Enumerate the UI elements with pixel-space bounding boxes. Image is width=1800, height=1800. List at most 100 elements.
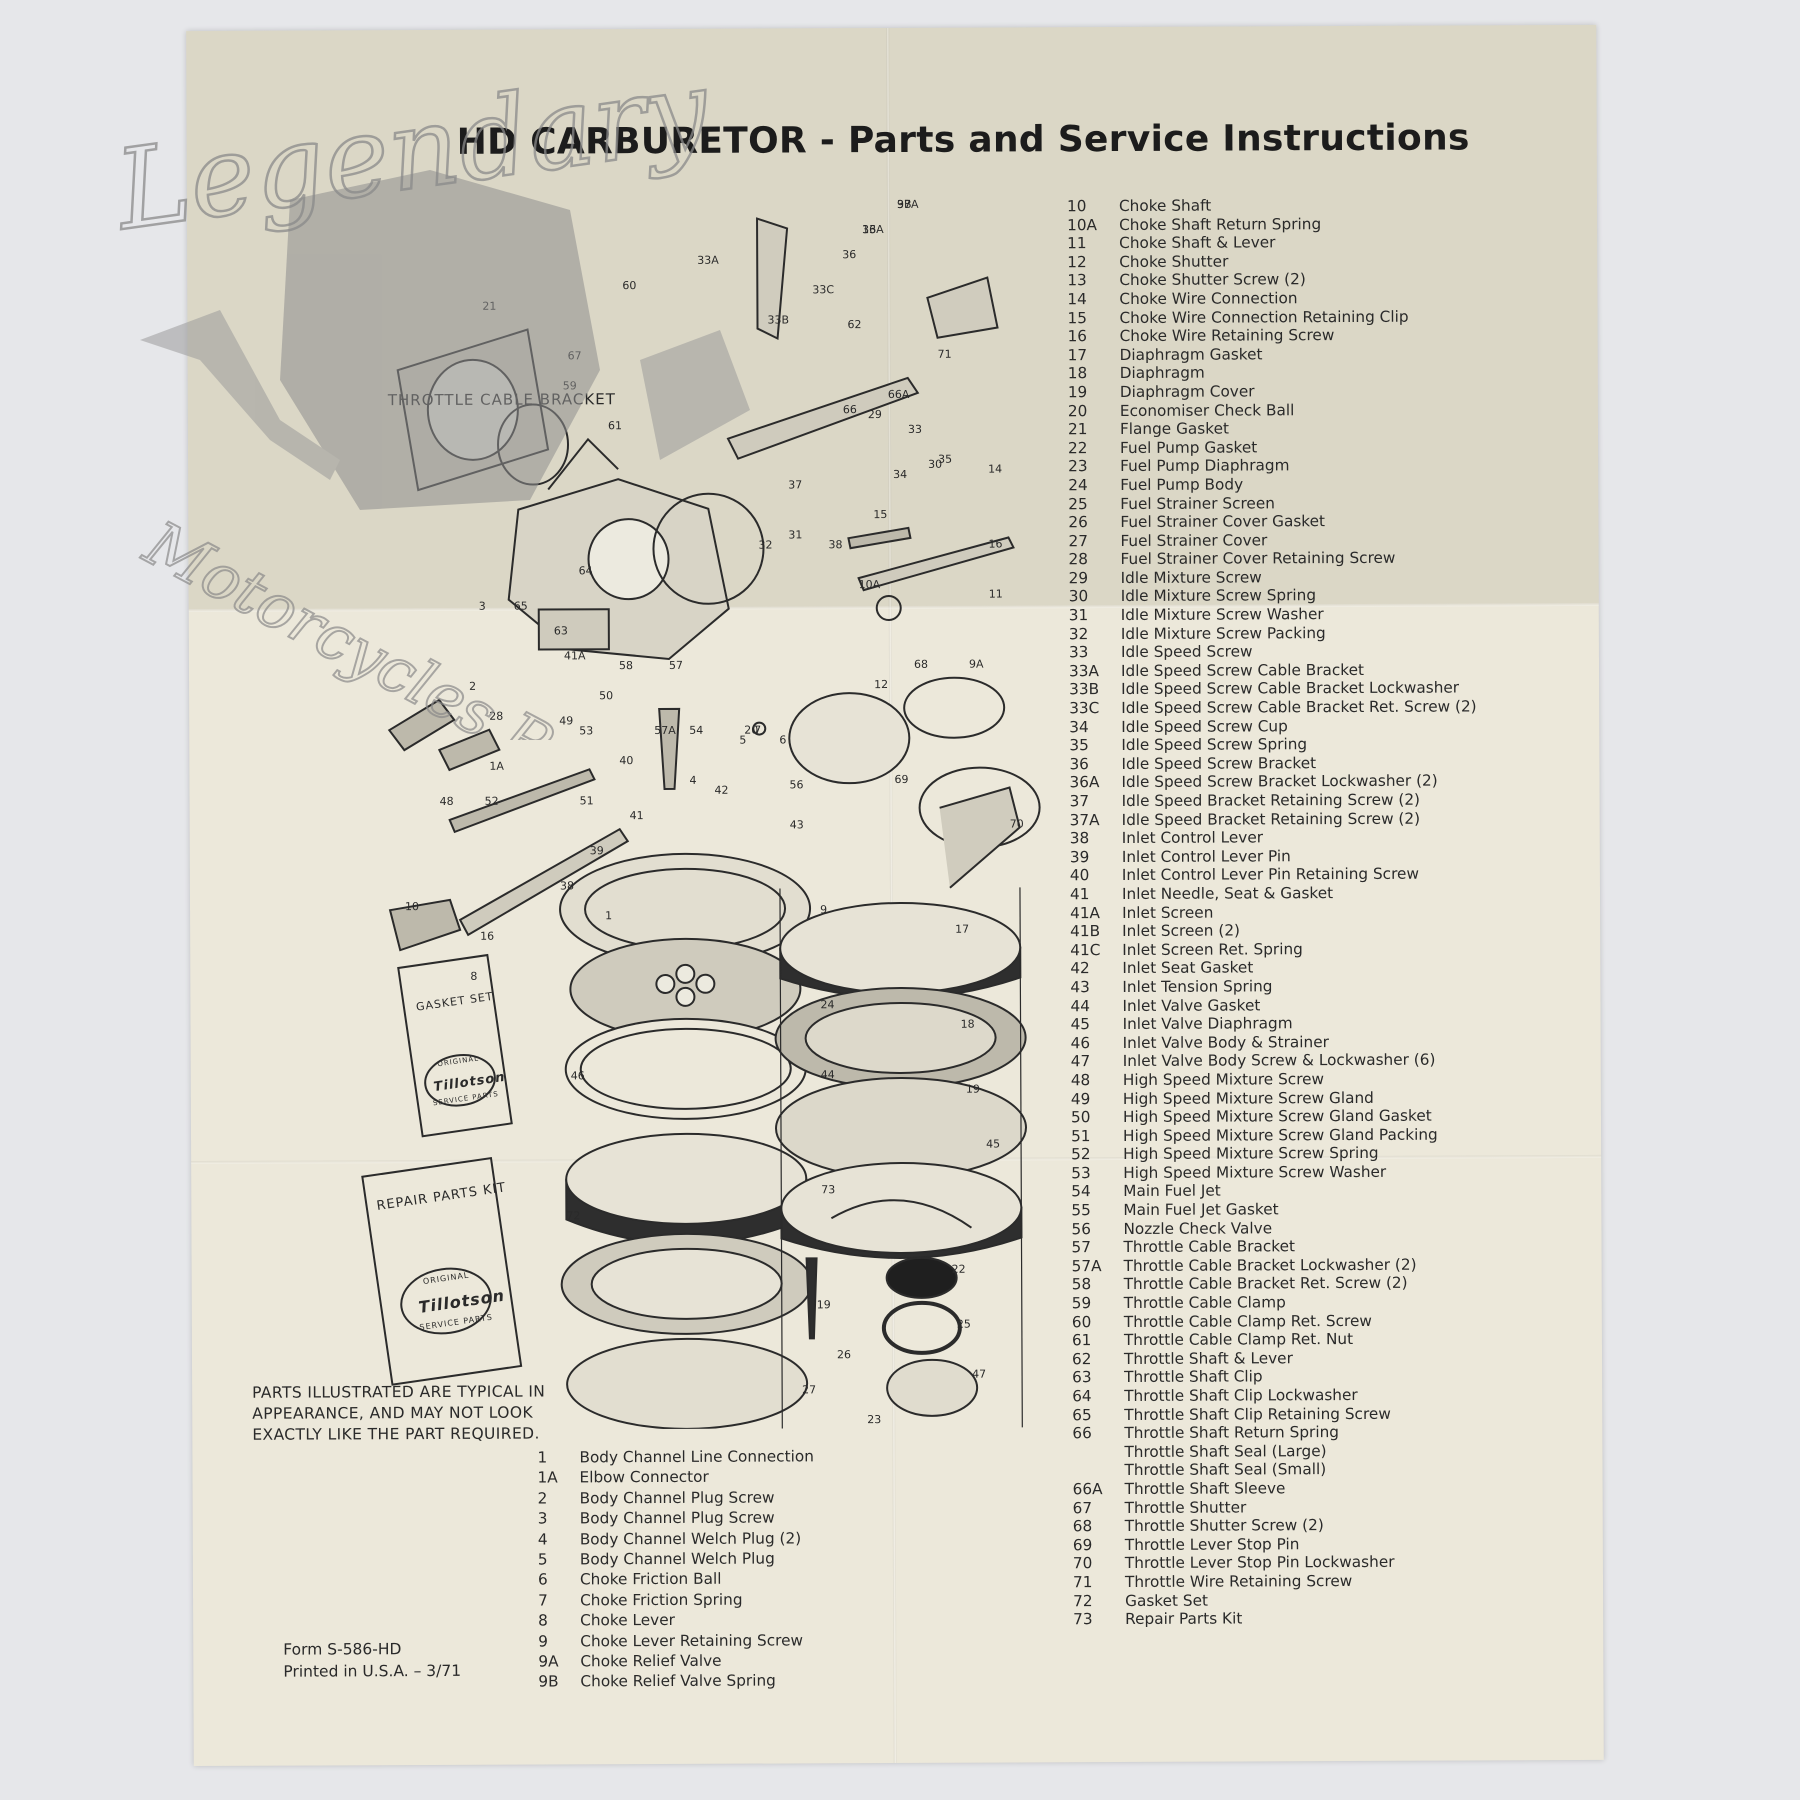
part-callout-66: 25 — [957, 1318, 971, 1331]
part-callout-54: 9 — [820, 903, 827, 916]
part-number: 33 — [1068, 643, 1089, 662]
part-callout-2: 33A — [697, 254, 719, 267]
part-name: High Speed Mixture Screw Gland Gasket — [1122, 1106, 1432, 1127]
part-callout-62: 72 — [566, 1209, 580, 1222]
part-name: Idle Speed Screw Bracket Lockwasher (2) — [1121, 772, 1438, 792]
part-number: 32 — [1068, 624, 1089, 643]
part-name: Choke Wire Retaining Screw — [1119, 326, 1335, 346]
part-name: Elbow Connector — [579, 1468, 709, 1487]
part-callout-0: 37A — [897, 198, 919, 211]
choke-lever-bracket — [939, 786, 1021, 889]
part-number: 4 — [537, 1530, 548, 1549]
part-callout-5: 33B — [767, 313, 789, 326]
part-name: Throttle Lever Stop Pin — [1124, 1534, 1300, 1554]
part-callout-47: 52 — [485, 795, 499, 808]
part-number: 41B — [1070, 922, 1101, 941]
part-name: Idle Mixture Screw — [1120, 568, 1262, 587]
part-number: 62 — [1071, 1349, 1092, 1369]
part-name: Idle Speed Screw Cable Bracket Ret. Scre… — [1121, 697, 1477, 718]
part-number: 36A — [1069, 773, 1100, 792]
part-callout-71: 28 — [489, 710, 503, 723]
part-name: Choke Lever — [580, 1611, 675, 1630]
part-name: Diaphragm — [1119, 363, 1205, 383]
part-callout-6: 62 — [847, 318, 861, 331]
part-name: Inlet Screen (2) — [1122, 921, 1241, 941]
part-number: 15 — [1067, 308, 1087, 327]
part-callout-32: 53 — [579, 724, 593, 737]
part-number: 66 — [1072, 1424, 1092, 1443]
part-callout-28: 41A — [564, 649, 586, 662]
part-callout-11: 29 — [868, 408, 882, 421]
part-name: Idle Speed Screw Spring — [1121, 735, 1308, 755]
gasket-set-packet — [397, 953, 513, 1138]
part-name: Main Fuel Jet Gasket — [1123, 1200, 1279, 1220]
elbow-connector — [387, 698, 456, 752]
part-number: 23 — [1068, 457, 1088, 476]
part-number: 36 — [1069, 754, 1089, 774]
part-number: 20 — [1067, 401, 1088, 420]
stack-outline — [779, 887, 1023, 1429]
part-callout-14: 35 — [938, 453, 952, 466]
part-name: Idle Mixture Screw Spring — [1120, 586, 1317, 606]
part-callout-46: 51 — [580, 794, 594, 807]
part-callout-9: 66 — [843, 403, 857, 416]
fuel-strainer-screen — [885, 1256, 958, 1299]
part-number: 72 — [1073, 1591, 1093, 1610]
part-name: High Speed Mixture Screw Gland Packing — [1123, 1125, 1438, 1145]
part-number: 67 — [1072, 1498, 1093, 1517]
part-callout-33: 54 — [689, 724, 703, 737]
part-callout-74: 57A — [654, 724, 676, 737]
part-number: 9A — [538, 1652, 559, 1671]
part-callout-42: 43 — [790, 818, 804, 831]
choke-friction-ball — [752, 721, 767, 736]
part-callout-53: 8 — [470, 970, 477, 983]
part-callout-77: 59 — [563, 379, 577, 392]
part-name: Inlet Seat Gasket — [1122, 958, 1254, 978]
part-name: Fuel Pump Body — [1120, 475, 1244, 494]
part-number: 13 — [1067, 271, 1087, 290]
part-name: Idle Speed Screw Cable Bracket — [1120, 660, 1365, 680]
part-callout-7: 71 — [938, 348, 952, 361]
part-number: 11 — [1067, 234, 1087, 253]
part-name: Throttle Lever Stop Pin Lockwasher — [1124, 1553, 1395, 1573]
part-number: 17 — [1067, 345, 1088, 364]
print-info: Printed in U.S.A. – 3/71 — [283, 1661, 462, 1681]
part-name: Inlet Valve Body Screw & Lockwasher (6) — [1122, 1050, 1436, 1071]
part-callout-73: 64 — [579, 564, 593, 577]
part-name: Body Channel Plug Screw — [579, 1508, 775, 1528]
part-number: 40 — [1069, 866, 1090, 885]
part-callout-43: 39 — [590, 844, 604, 857]
part-number: 66A — [1072, 1480, 1103, 1499]
part-callout-55: 17 — [955, 923, 969, 936]
part-callout-34: 20 — [744, 724, 758, 737]
part-callout-44: 38 — [560, 879, 574, 892]
part-callout-30: 50 — [599, 689, 613, 702]
part-callout-27: 63 — [554, 624, 568, 637]
part-number: 29 — [1068, 569, 1089, 588]
part-number: 58 — [1071, 1275, 1092, 1294]
part-name: Throttle Cable Bracket Ret. Screw (2) — [1123, 1274, 1408, 1294]
choke-shutter — [788, 692, 911, 785]
